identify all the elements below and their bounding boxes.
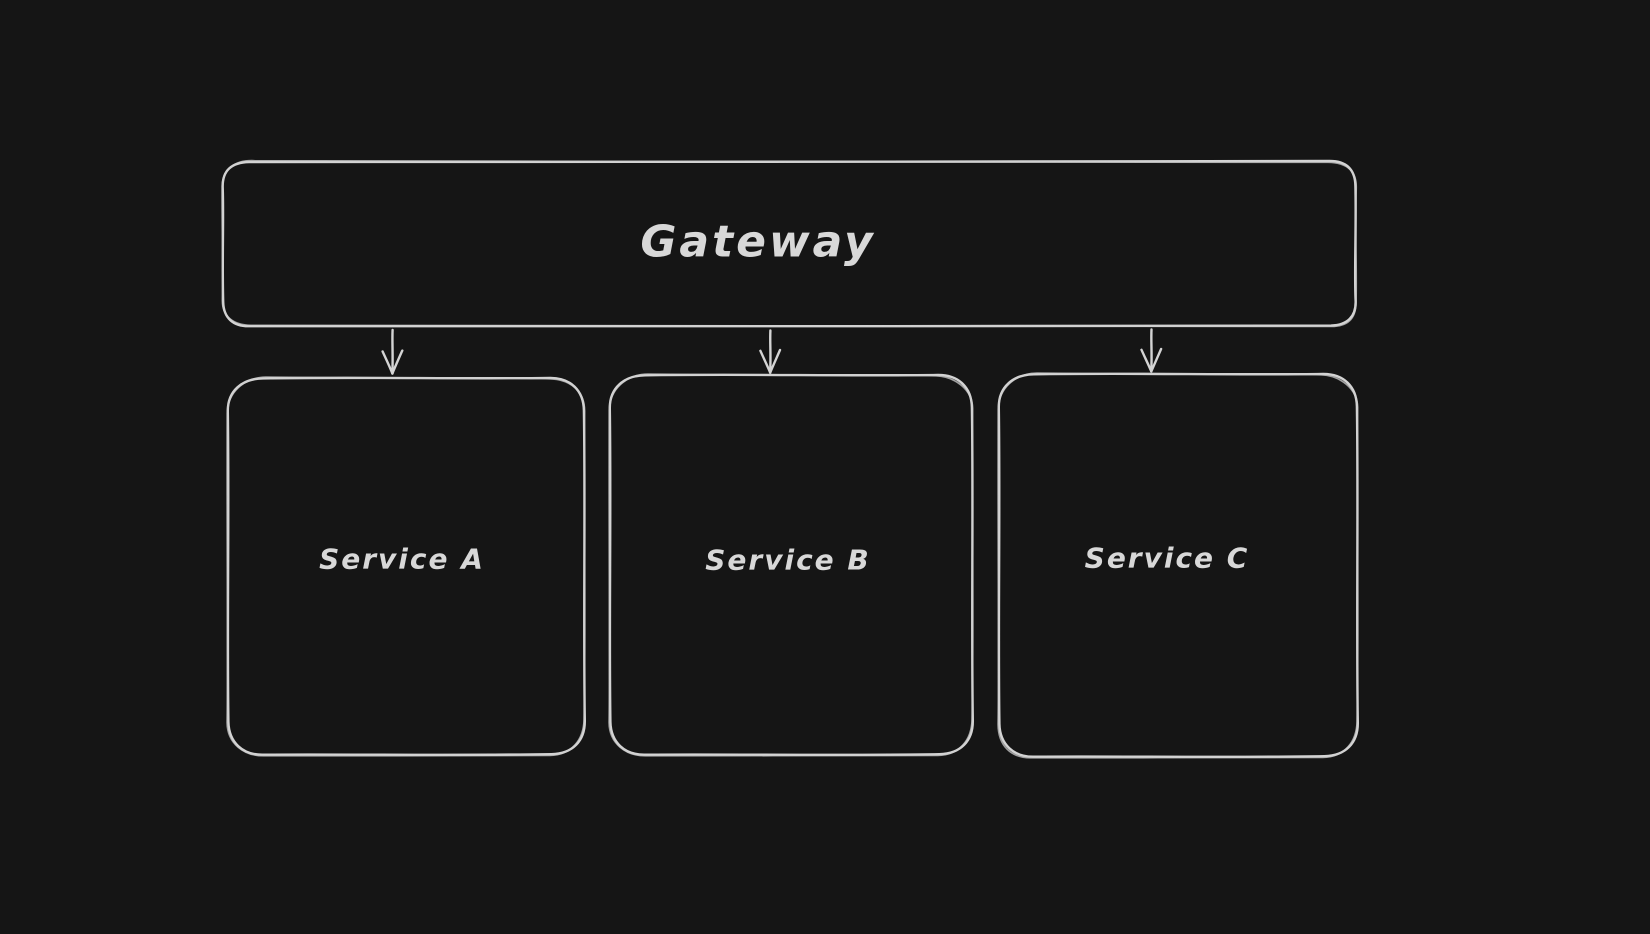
service-a-node-shape[interactable] <box>226 376 587 757</box>
edge-gateway-service-b-arrow[interactable] <box>759 329 782 374</box>
edge-gateway-service-c-arrow[interactable] <box>1140 328 1163 373</box>
gateway-node-label: Gateway <box>640 216 876 268</box>
service-c-node-shape[interactable] <box>997 372 1360 759</box>
service-b-node-shape[interactable] <box>608 373 975 757</box>
edge-gateway-service-a-arrow[interactable] <box>381 328 404 375</box>
service-a-node-label: Service A <box>319 542 485 576</box>
gateway-node-shape[interactable] <box>221 159 1358 328</box>
service-c-node-label: Service C <box>1084 541 1250 575</box>
service-b-node-label: Service B <box>705 543 871 577</box>
